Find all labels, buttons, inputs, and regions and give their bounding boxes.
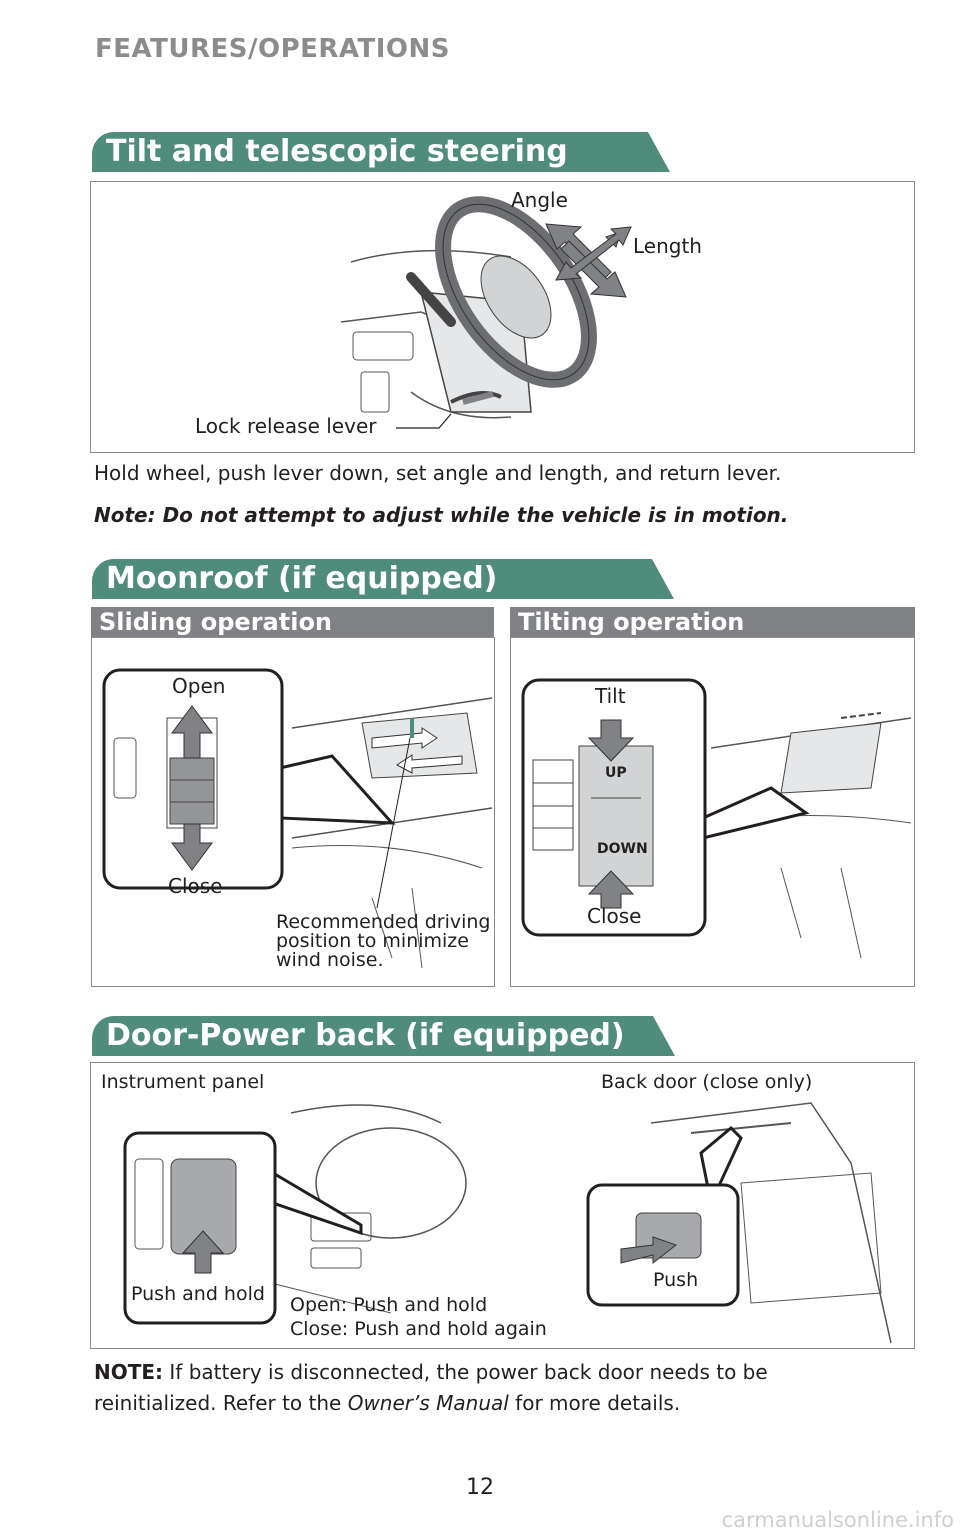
recommended-caption-line2: position to minimize	[276, 930, 469, 952]
power-back-note-line1: NOTE: If battery is disconnected, the po…	[94, 1360, 914, 1384]
instrument-panel-label: Instrument panel	[101, 1071, 265, 1093]
recommended-caption-line1: Recommended driving	[276, 911, 491, 933]
steering-wheel-illustration	[340, 196, 632, 429]
note-text-1: If battery is disconnected, the power ba…	[163, 1360, 768, 1384]
back-door-label: Back door (close only)	[601, 1071, 813, 1093]
close-push-hold-label: Close: Push and hold again	[290, 1318, 547, 1340]
open-label: Open	[172, 674, 226, 698]
sliding-illustration-box: Open Close Recommended driving position …	[91, 637, 495, 987]
page-section-title: FEATURES/OPERATIONS	[95, 34, 451, 64]
down-button-label: DOWN	[597, 841, 648, 857]
sliding-operation-title: Sliding operation	[91, 607, 494, 637]
steering-section-title: Tilt and telescopic steering wheel	[92, 132, 670, 209]
tilting-switch-illustration	[521, 678, 912, 959]
sliding-switch-illustration	[102, 668, 493, 969]
close-label-sliding: Close	[168, 874, 223, 898]
moonroof-section-title: Moonroof (if equipped)	[92, 559, 674, 599]
power-back-note-line2: reinitialized. Refer to the Owner’s Manu…	[94, 1391, 914, 1415]
note-text-2b: for more details.	[508, 1391, 681, 1415]
power-back-section-title: Door-Power back (if equipped)	[92, 1016, 675, 1056]
steering-note: Note: Do not attempt to adjust while the…	[94, 503, 789, 527]
angle-label: Angle	[511, 188, 568, 212]
tilt-label: Tilt	[595, 684, 626, 708]
watermark: carmanualsonline.info	[721, 1508, 954, 1532]
open-push-hold-label: Open: Push and hold	[290, 1294, 488, 1316]
steering-instruction: Hold wheel, push lever down, set angle a…	[94, 461, 782, 485]
note-prefix: NOTE:	[94, 1360, 164, 1384]
power-back-illustration-box: Instrument panel Back door (close only) …	[90, 1062, 915, 1349]
up-button-label: UP	[605, 765, 627, 781]
owners-manual-ref: Owner’s Manual	[347, 1391, 509, 1415]
recommended-caption-line3: wind noise.	[276, 949, 384, 971]
lock-release-lever-label: Lock release lever	[195, 414, 377, 438]
steering-illustration-box: Angle Length Lock release lever	[90, 181, 915, 453]
tilting-illustration-box: Tilt Close UP DOWN	[510, 637, 915, 987]
push-and-hold-label: Push and hold	[131, 1283, 265, 1305]
close-label-tilting: Close	[587, 904, 642, 928]
page-number: 12	[466, 1475, 494, 1500]
note-text-2a: reinitialized. Refer to the	[94, 1391, 348, 1415]
push-label: Push	[653, 1269, 699, 1291]
power-back-illustration	[123, 1102, 892, 1344]
tilting-operation-title: Tilting operation	[510, 607, 915, 637]
length-label: Length	[633, 234, 702, 258]
